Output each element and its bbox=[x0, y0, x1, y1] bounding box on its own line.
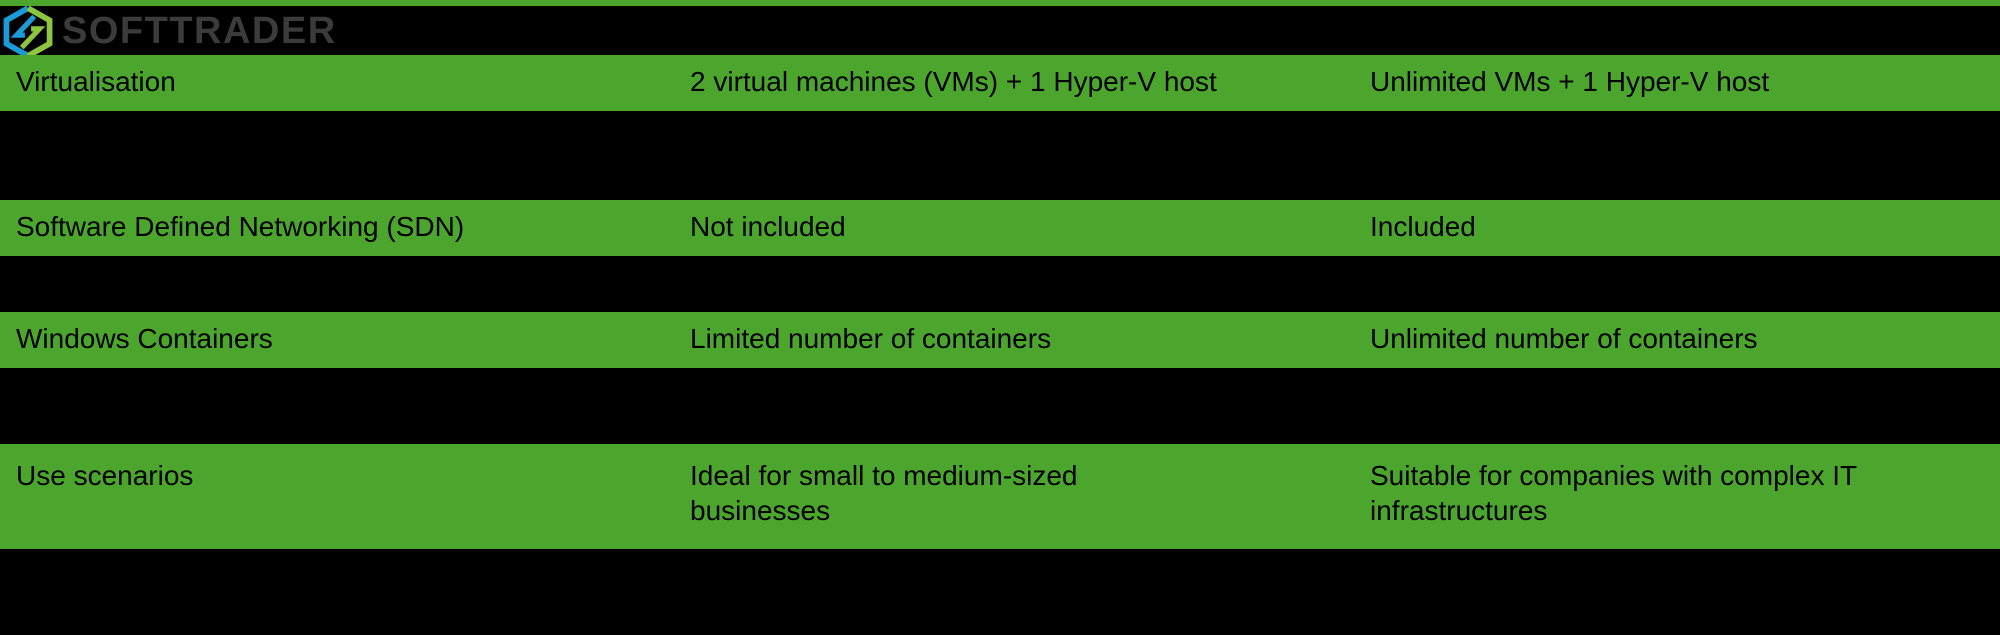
standard-edition-cell: 2 virtual machines (VMs) + 1 Hyper-V hos… bbox=[690, 66, 1217, 97]
brand-header: SOFTTRADER bbox=[0, 5, 2000, 58]
row-divider bbox=[0, 368, 2000, 444]
datacenter-edition-cell: Suitable for companies with complex IT i… bbox=[1370, 460, 1858, 526]
feature-name-cell: Software Defined Networking (SDN) bbox=[16, 211, 465, 242]
hexagon-lightning-bolt-logo-icon bbox=[3, 5, 53, 58]
table-row: Windows Containers Limited number of con… bbox=[0, 312, 2000, 368]
datacenter-edition-cell: Unlimited VMs + 1 Hyper-V host bbox=[1370, 66, 1770, 97]
table-row: Software Defined Networking (SDN) Not in… bbox=[0, 200, 2000, 256]
datacenter-edition-cell: Unlimited number of containers bbox=[1370, 323, 1758, 354]
standard-edition-cell: Not included bbox=[690, 211, 846, 242]
table-row: Use scenarios Ideal for small to medium-… bbox=[0, 444, 2000, 549]
brand-wordmark: SOFTTRADER bbox=[62, 9, 337, 52]
datacenter-edition-cell: Included bbox=[1370, 211, 1476, 242]
feature-name-cell: Use scenarios bbox=[16, 460, 194, 491]
standard-edition-cell: Limited number of containers bbox=[690, 323, 1052, 354]
feature-name-cell: Virtualisation bbox=[16, 66, 176, 97]
row-divider bbox=[0, 256, 2000, 312]
standard-edition-cell: Ideal for small to medium-sized business… bbox=[690, 460, 1078, 526]
table-row: Virtualisation 2 virtual machines (VMs) … bbox=[0, 55, 2000, 111]
feature-name-cell: Windows Containers bbox=[16, 323, 273, 354]
feature-comparison-table: Virtualisation 2 virtual machines (VMs) … bbox=[0, 55, 2000, 549]
row-divider bbox=[0, 111, 2000, 200]
top-accent-strip bbox=[0, 0, 2000, 6]
